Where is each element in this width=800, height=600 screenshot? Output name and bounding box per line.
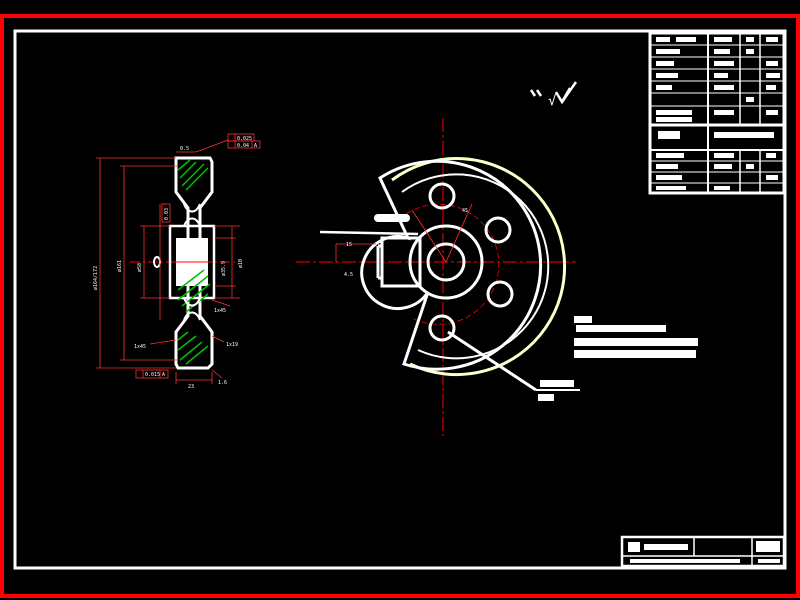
- tol-top-2: 0.04: [237, 143, 249, 149]
- bolt-hole: [486, 280, 514, 308]
- dim-thickness: 23: [188, 384, 194, 390]
- key-slot: [376, 236, 422, 288]
- tol-top-ref: A: [254, 143, 257, 149]
- bolt-hole: [428, 314, 456, 342]
- roughness-symbol: [529, 81, 578, 105]
- tol-mid: 0.03: [164, 208, 170, 220]
- side-dimension-lines: [96, 139, 240, 384]
- section-line: [319, 230, 419, 236]
- leader-note-marks: [538, 380, 574, 401]
- tol-bottom-ref: A: [162, 372, 165, 378]
- plate-outline: [360, 159, 543, 371]
- bolt-hole: [484, 216, 512, 244]
- roughness-mark-text: √: [548, 93, 557, 109]
- leader-line: [447, 330, 537, 392]
- front-dimension-lines: [335, 203, 473, 263]
- dim-chamfer-b: 1x45: [134, 344, 146, 350]
- hub-circle: [408, 224, 484, 300]
- dim-hub-dia: ø58: [137, 263, 143, 272]
- technical-notes: [574, 316, 698, 358]
- side-view: ø164/172 ø161 ø58 ø35.9 ø10 23 1.6 0.5 1…: [93, 133, 261, 390]
- bolt-circle: [405, 203, 500, 325]
- outer-frame: [0, 14, 800, 598]
- dim-hole-dia: ø10: [238, 259, 244, 268]
- dim-chamfer-a: 1x45: [214, 308, 226, 314]
- angle-label-1: 45: [462, 208, 468, 214]
- title-block: [620, 535, 786, 568]
- table-cell-marks: [656, 37, 780, 190]
- dim-outer-dia: ø164/172: [93, 266, 99, 290]
- angle-label-2: 15: [346, 242, 352, 248]
- dim-bore-dia: ø35.9: [221, 261, 227, 276]
- angle-label-3: 4.5: [344, 272, 353, 278]
- drawing-border: [13, 29, 787, 570]
- section-hatch: [177, 159, 211, 365]
- bore-circle: [426, 242, 466, 282]
- feature-bar: [374, 214, 410, 222]
- parameter-table: [648, 31, 786, 195]
- dim-pitch-dia: ø161: [117, 260, 123, 272]
- title-block-marks: [628, 541, 780, 563]
- dim-rim-width: 1.6: [218, 380, 227, 386]
- inner-rim-arc: [401, 173, 550, 360]
- tol-bottom-1: 0.015: [145, 372, 160, 378]
- dim-top-chamfer: 0.5: [180, 146, 189, 152]
- bolt-hole: [428, 182, 456, 210]
- tol-top-1: 0.025: [237, 136, 252, 142]
- front-view: 45 15 4.5: [296, 118, 580, 436]
- dim-chamfer-c: 1x19: [226, 342, 238, 348]
- outer-rim-arc: [391, 157, 567, 377]
- tolerance-frames: [135, 133, 261, 379]
